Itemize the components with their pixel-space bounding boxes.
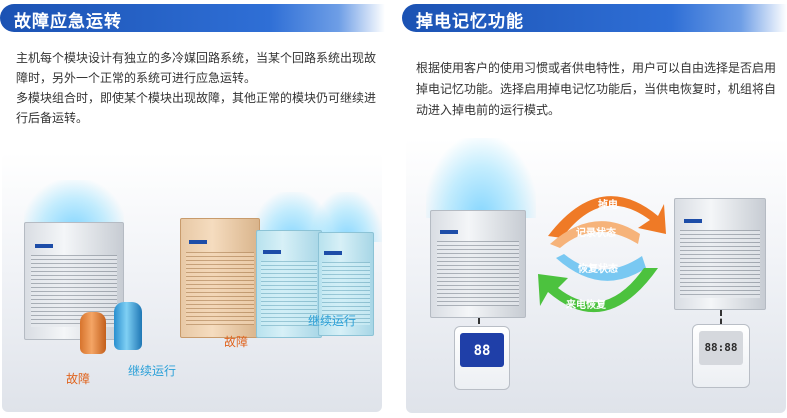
unit-grille <box>680 229 760 298</box>
unit-grille <box>260 260 318 327</box>
fault-module-label: 故障 <box>224 335 249 349</box>
restore-state-arrow-icon <box>556 254 646 281</box>
power-restore-label: 来电恢复 <box>566 300 606 311</box>
record-state-arrow-icon <box>550 221 640 248</box>
unit-grille <box>185 252 255 326</box>
york-logo-icon <box>34 243 53 248</box>
compressor-running-icon <box>114 302 142 350</box>
outdoor-unit-restored <box>674 198 766 310</box>
power-memory-illustration: 掉电 记录状态 恢复状态 来电恢复 88 88:88 <box>406 138 786 413</box>
compressor-fault-icon <box>80 312 106 354</box>
section-title: 掉电记忆功能 <box>416 12 524 32</box>
airflow-glow <box>426 138 536 218</box>
section-title: 故障应急运转 <box>14 12 122 32</box>
continue-module-label: 继续运行 <box>308 314 357 328</box>
outdoor-unit-module <box>24 222 124 340</box>
fault-compressor-label: 故障 <box>66 372 91 386</box>
unit-grille <box>436 240 520 307</box>
section-description: 根据使用客户的使用习惯或者供电特性，用户可以自由选择是否启用掉电记忆功能。选择启… <box>416 58 784 121</box>
york-logo-icon <box>188 240 207 245</box>
outdoor-unit-powered <box>430 210 526 318</box>
emergency-operation-illustration: 故障 继续运行 故障 继续运行 <box>2 152 382 412</box>
description-paragraph: 根据使用客户的使用习惯或者供电特性，用户可以自由选择是否启用掉电记忆功能。选择启… <box>416 61 777 117</box>
controller-screen: 88:88 <box>698 331 744 366</box>
york-logo-icon <box>684 218 702 223</box>
wired-controller-off: 88:88 <box>692 324 750 388</box>
outdoor-unit-module-running <box>256 230 322 338</box>
power-off-label: 掉电 <box>598 200 618 211</box>
york-logo-icon <box>324 251 343 256</box>
power-off-arrow-icon <box>548 196 666 238</box>
unit-grille <box>322 261 370 325</box>
wired-controller-on: 88 <box>454 326 510 390</box>
section-title-bar: 故障应急运转 <box>0 4 385 32</box>
section-title-bar: 掉电记忆功能 <box>402 4 787 32</box>
record-state-label: 记录状态 <box>576 228 616 239</box>
york-logo-icon <box>263 250 282 255</box>
power-restore-arrow-icon <box>538 268 658 313</box>
emergency-operation-panel: 故障应急运转 主机每个模块设计有独立的多冷媒回路系统，当某个回路系统出现故障时，… <box>0 0 385 418</box>
section-description: 主机每个模块设计有独立的多冷媒回路系统，当某个回路系统出现故障时，另外一个正常的… <box>16 48 376 128</box>
restore-state-label: 恢复状态 <box>578 264 618 275</box>
power-memory-panel: 掉电记忆功能 根据使用客户的使用习惯或者供电特性，用户可以自由选择是否启用掉电记… <box>402 0 787 418</box>
airflow-glow <box>24 180 124 230</box>
controller-digits: 88:88 <box>704 341 738 355</box>
continue-compressor-label: 继续运行 <box>128 364 177 378</box>
outdoor-unit-module-running <box>318 232 374 336</box>
description-paragraph: 主机每个模块设计有独立的多冷媒回路系统，当某个回路系统出现故障时，另外一个正常的… <box>16 51 377 85</box>
york-logo-icon <box>440 230 459 235</box>
description-paragraph: 多模块组合时，即使某个模块出现故障，其他正常的模块仍可继续进行后备运转。 <box>16 91 377 125</box>
controller-screen: 88 <box>460 333 504 368</box>
outdoor-unit-module-fault <box>180 218 260 338</box>
controller-digits: 88 <box>473 343 491 360</box>
